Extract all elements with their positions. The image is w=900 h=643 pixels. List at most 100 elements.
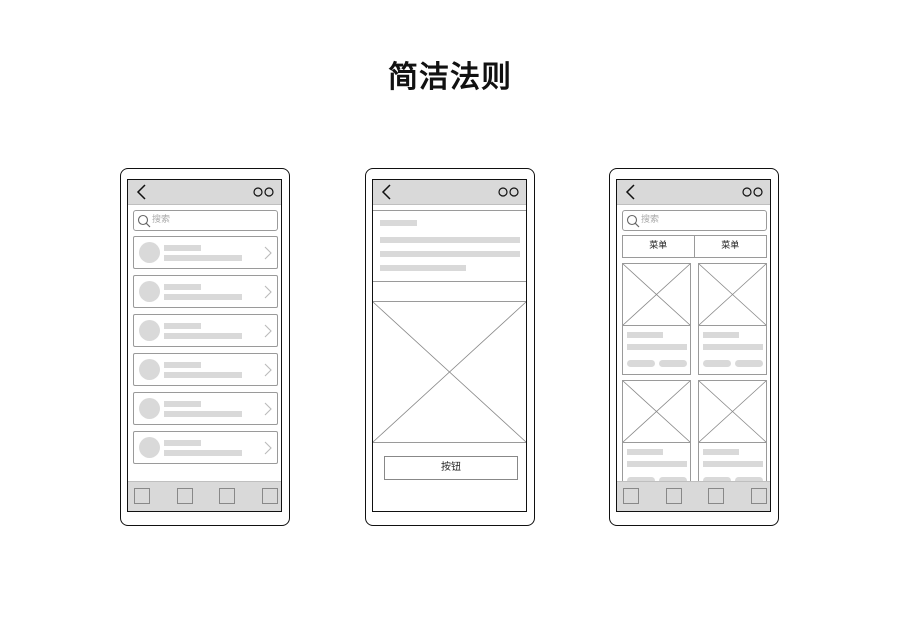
heading-placeholder — [380, 220, 417, 226]
text-placeholder — [380, 237, 520, 243]
image-placeholder-icon — [699, 381, 766, 442]
image-placeholder — [623, 264, 690, 326]
tab-square-icon[interactable] — [623, 488, 639, 504]
avatar-placeholder — [139, 242, 160, 263]
phone-wireframe-grid: 搜索 菜单 菜单 — [609, 168, 779, 526]
chevron-right-icon — [264, 402, 272, 416]
tab-square-icon[interactable] — [177, 488, 193, 504]
search-icon — [626, 214, 640, 228]
text-placeholder — [703, 461, 763, 467]
text-placeholder — [703, 449, 739, 455]
search-input[interactable]: 搜索 — [133, 210, 278, 231]
text-placeholder — [627, 449, 663, 455]
tag-placeholder — [703, 477, 731, 484]
text-placeholder — [164, 255, 242, 261]
grid-card[interactable] — [698, 380, 767, 492]
list-item[interactable] — [133, 353, 278, 386]
bottom-tab-bar — [617, 481, 770, 511]
phone-screen: 搜索 — [127, 179, 282, 512]
back-chevron-icon[interactable] — [624, 183, 638, 201]
text-placeholder — [164, 372, 242, 378]
text-content-block — [373, 210, 526, 282]
grid-card[interactable] — [622, 380, 691, 492]
list-item[interactable] — [133, 431, 278, 464]
text-placeholder — [164, 362, 201, 368]
text-placeholder — [627, 344, 687, 350]
more-dots-icon[interactable] — [742, 186, 764, 198]
top-nav-bar — [617, 180, 770, 205]
text-placeholder — [703, 344, 763, 350]
avatar-placeholder — [139, 359, 160, 380]
text-placeholder — [703, 332, 739, 338]
image-placeholder — [699, 264, 766, 326]
back-chevron-icon[interactable] — [135, 183, 149, 201]
page-title: 简洁法则 — [388, 60, 512, 95]
image-placeholder-icon — [623, 381, 690, 442]
menu-segmented-control: 菜单 菜单 — [622, 235, 767, 258]
tag-placeholder — [659, 477, 687, 484]
list-item[interactable] — [133, 236, 278, 269]
chevron-right-icon — [264, 324, 272, 338]
search-icon — [137, 214, 151, 228]
tag-placeholder — [735, 477, 763, 484]
phone-wireframe-detail: 按钮 — [365, 168, 535, 526]
tag-placeholder — [627, 477, 655, 484]
top-nav-bar — [373, 180, 526, 205]
phone-wireframe-list: 搜索 — [120, 168, 290, 526]
list-item[interactable] — [133, 314, 278, 347]
text-placeholder — [164, 294, 242, 300]
text-placeholder — [380, 265, 466, 271]
back-chevron-icon[interactable] — [380, 183, 394, 201]
text-placeholder — [164, 323, 201, 329]
tab-square-icon[interactable] — [262, 488, 278, 504]
chevron-right-icon — [264, 246, 272, 260]
avatar-placeholder — [139, 398, 160, 419]
avatar-placeholder — [139, 437, 160, 458]
chevron-right-icon — [264, 441, 272, 455]
text-placeholder — [164, 411, 242, 417]
search-input[interactable]: 搜索 — [622, 210, 767, 231]
chevron-right-icon — [264, 363, 272, 377]
text-placeholder — [164, 333, 242, 339]
tab-menu-2[interactable]: 菜单 — [721, 241, 740, 251]
more-dots-icon[interactable] — [253, 186, 275, 198]
text-placeholder — [627, 461, 687, 467]
image-placeholder — [623, 381, 690, 443]
list-item[interactable] — [133, 275, 278, 308]
tag-placeholder — [627, 360, 655, 367]
image-placeholder — [699, 381, 766, 443]
more-dots-icon[interactable] — [498, 186, 520, 198]
bottom-tab-bar — [128, 481, 281, 511]
list-item[interactable] — [133, 392, 278, 425]
tab-square-icon[interactable] — [134, 488, 150, 504]
text-placeholder — [164, 284, 201, 290]
text-placeholder — [164, 245, 201, 251]
tag-placeholder — [659, 360, 687, 367]
tag-placeholder — [735, 360, 763, 367]
text-placeholder — [164, 450, 242, 456]
image-placeholder — [373, 301, 526, 443]
avatar-placeholder — [139, 320, 160, 341]
grid-card[interactable] — [698, 263, 767, 375]
text-placeholder — [380, 251, 520, 257]
avatar-placeholder — [139, 281, 160, 302]
text-placeholder — [164, 440, 201, 446]
primary-button[interactable]: 按钮 — [384, 456, 518, 480]
top-nav-bar — [128, 180, 281, 205]
image-placeholder-icon — [373, 302, 526, 442]
tab-menu-1[interactable]: 菜单 — [623, 236, 695, 257]
tab-square-icon[interactable] — [751, 488, 767, 504]
tab-square-icon[interactable] — [708, 488, 724, 504]
tag-placeholder — [703, 360, 731, 367]
search-placeholder: 搜索 — [152, 215, 171, 225]
text-placeholder — [627, 332, 663, 338]
tab-square-icon[interactable] — [666, 488, 682, 504]
phone-screen: 搜索 菜单 菜单 — [616, 179, 771, 512]
text-placeholder — [164, 401, 201, 407]
tab-square-icon[interactable] — [219, 488, 235, 504]
phone-screen: 按钮 — [372, 179, 527, 512]
chevron-right-icon — [264, 285, 272, 299]
image-placeholder-icon — [623, 264, 690, 325]
search-placeholder: 搜索 — [641, 215, 660, 225]
grid-card[interactable] — [622, 263, 691, 375]
